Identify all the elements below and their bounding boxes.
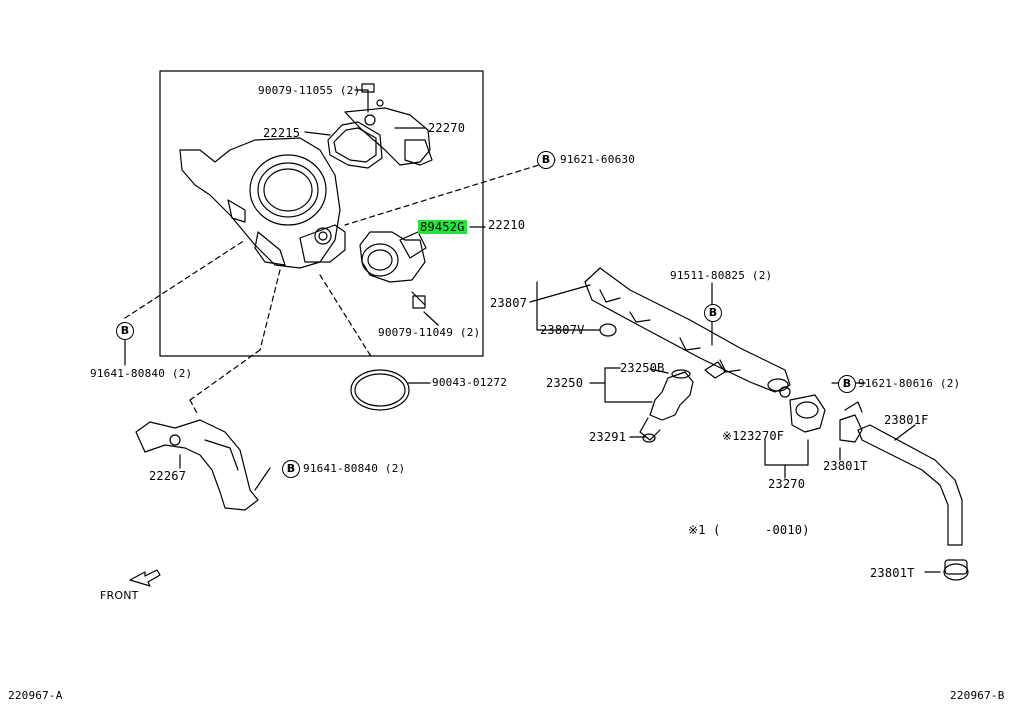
page-id-right: 220967-B: [950, 689, 1005, 702]
throttle-body-box: [159, 70, 484, 357]
part-label-91621-80616[interactable]: 91621-80616 (2): [858, 377, 961, 390]
page-id-left: 220967-A: [8, 689, 63, 702]
fuel-hose: [839, 401, 969, 581]
o-ring: [350, 369, 410, 411]
throttle-position-sensor: [359, 231, 427, 309]
part-label-23270F[interactable]: ※123270F: [722, 429, 785, 443]
part-label-22215[interactable]: 22215: [263, 126, 301, 140]
part-label-23291[interactable]: 23291: [589, 430, 627, 444]
part-label-23801T[interactable]: 23801T: [870, 566, 915, 580]
bolt-marker-icon: B: [537, 151, 555, 169]
note-text: ※1 ( -0010): [688, 523, 810, 537]
part-label-23801F[interactable]: 23801F: [884, 413, 929, 427]
pressure-regulator: [779, 386, 826, 433]
part-label-91511-80825[interactable]: 91511-80825 (2): [670, 269, 773, 282]
part-label-22270[interactable]: 22270: [428, 121, 466, 135]
part-label-90043-01272[interactable]: 90043-01272: [432, 376, 508, 389]
fuel-delivery-pipe: [584, 267, 791, 393]
part-label-23270[interactable]: 23270: [768, 477, 806, 491]
part-label-23250B[interactable]: 23250B: [620, 361, 665, 375]
idle-control-valve: [327, 83, 433, 169]
part-label-91621-60630[interactable]: 91621-60630: [560, 153, 636, 166]
part-label-23250[interactable]: 23250: [546, 376, 584, 390]
part-label-90079-11055[interactable]: 90079-11055 (2): [258, 84, 361, 97]
part-label-23807[interactable]: 23807: [490, 296, 528, 310]
bolt-marker-icon: B: [704, 304, 722, 322]
front-arrow-icon: [129, 569, 161, 587]
bolt-marker-icon: B: [838, 375, 856, 393]
part-label-23807V[interactable]: 23807V: [540, 323, 585, 337]
part-label-23801T[interactable]: 23801T: [823, 459, 868, 473]
throttle-body: [179, 137, 346, 269]
part-label-90079-11049[interactable]: 90079-11049 (2): [378, 326, 481, 339]
fuel-injector: [639, 369, 694, 443]
part-label-89452G[interactable]: 89452G: [418, 220, 467, 234]
grommet: [599, 323, 617, 337]
front-label: FRONT: [100, 589, 139, 602]
part-label-91641-80840[interactable]: 91641-80840 (2): [303, 462, 406, 475]
bolt-marker-icon: B: [282, 460, 300, 478]
part-label-91641-80840[interactable]: 91641-80840 (2): [90, 367, 193, 380]
bracket: [135, 419, 259, 511]
highlighted-part-number[interactable]: 89452G: [418, 220, 467, 234]
part-label-22210[interactable]: 22210: [488, 218, 526, 232]
bolt-marker-icon: B: [116, 322, 134, 340]
part-label-22267[interactable]: 22267: [149, 469, 187, 483]
